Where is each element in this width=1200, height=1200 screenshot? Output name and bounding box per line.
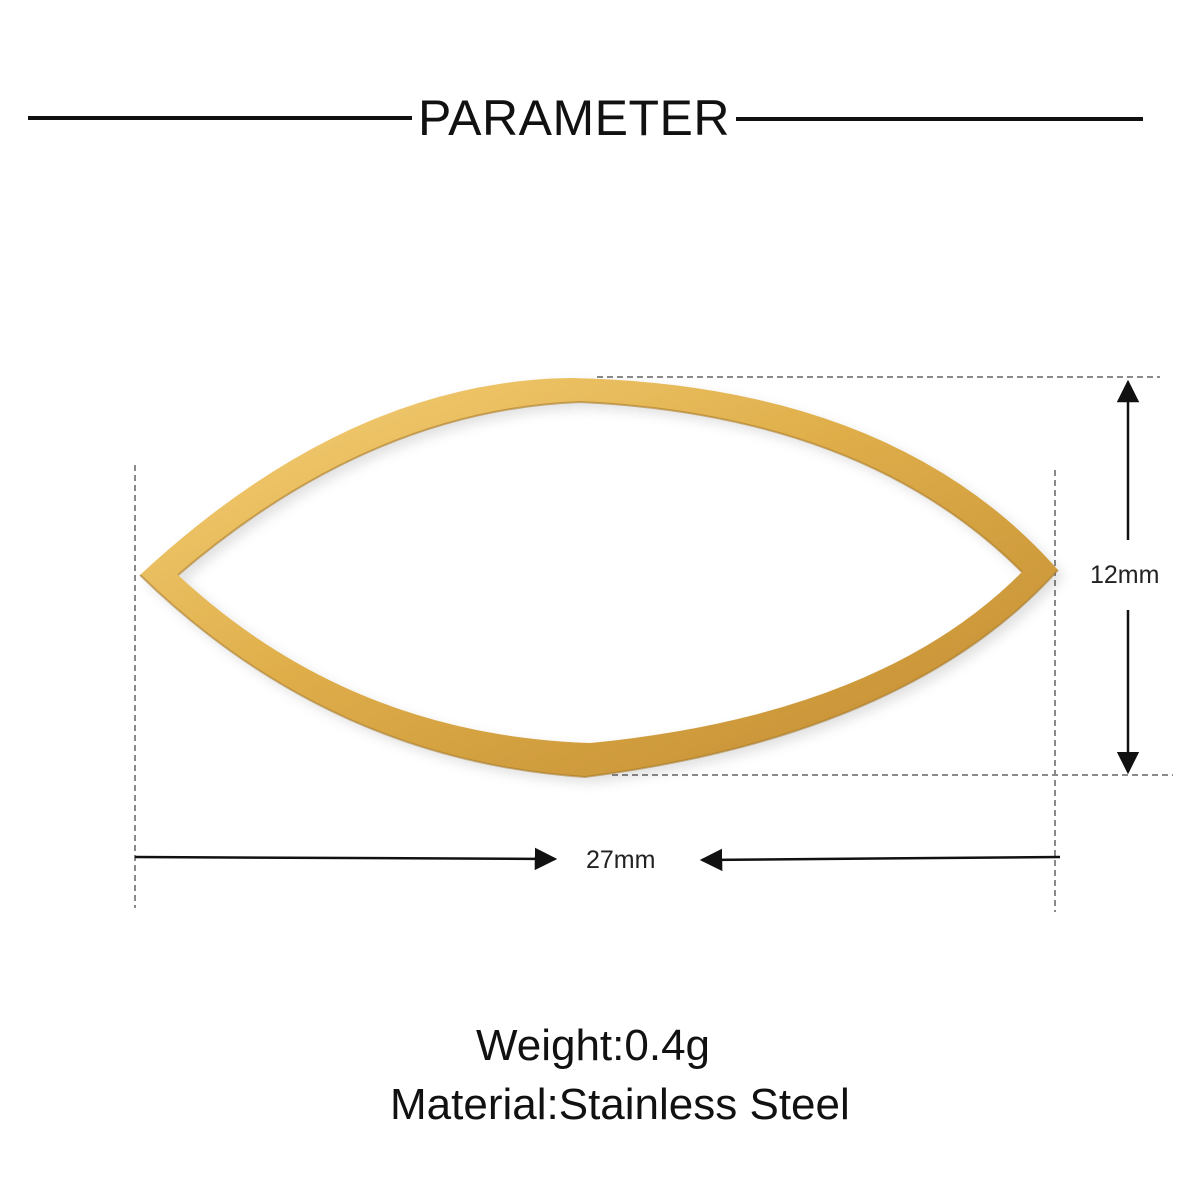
header-rule-right xyxy=(736,117,1143,121)
height-dimension-label: 12mm xyxy=(1090,561,1160,589)
header-rule-left xyxy=(28,116,412,120)
width-arrow-right xyxy=(134,847,558,871)
ring-outer-edge xyxy=(139,569,1059,779)
gold-marquise-ring xyxy=(140,378,1058,777)
weight-spec: Weight:0.4g xyxy=(476,1021,711,1070)
ring-inner-edge xyxy=(177,400,1023,576)
width-arrow-left xyxy=(699,848,1061,872)
material-spec: Material:Stainless Steel xyxy=(390,1080,850,1129)
width-dimension-label: 27mm xyxy=(586,846,656,874)
page-title: PARAMETER xyxy=(418,90,730,146)
